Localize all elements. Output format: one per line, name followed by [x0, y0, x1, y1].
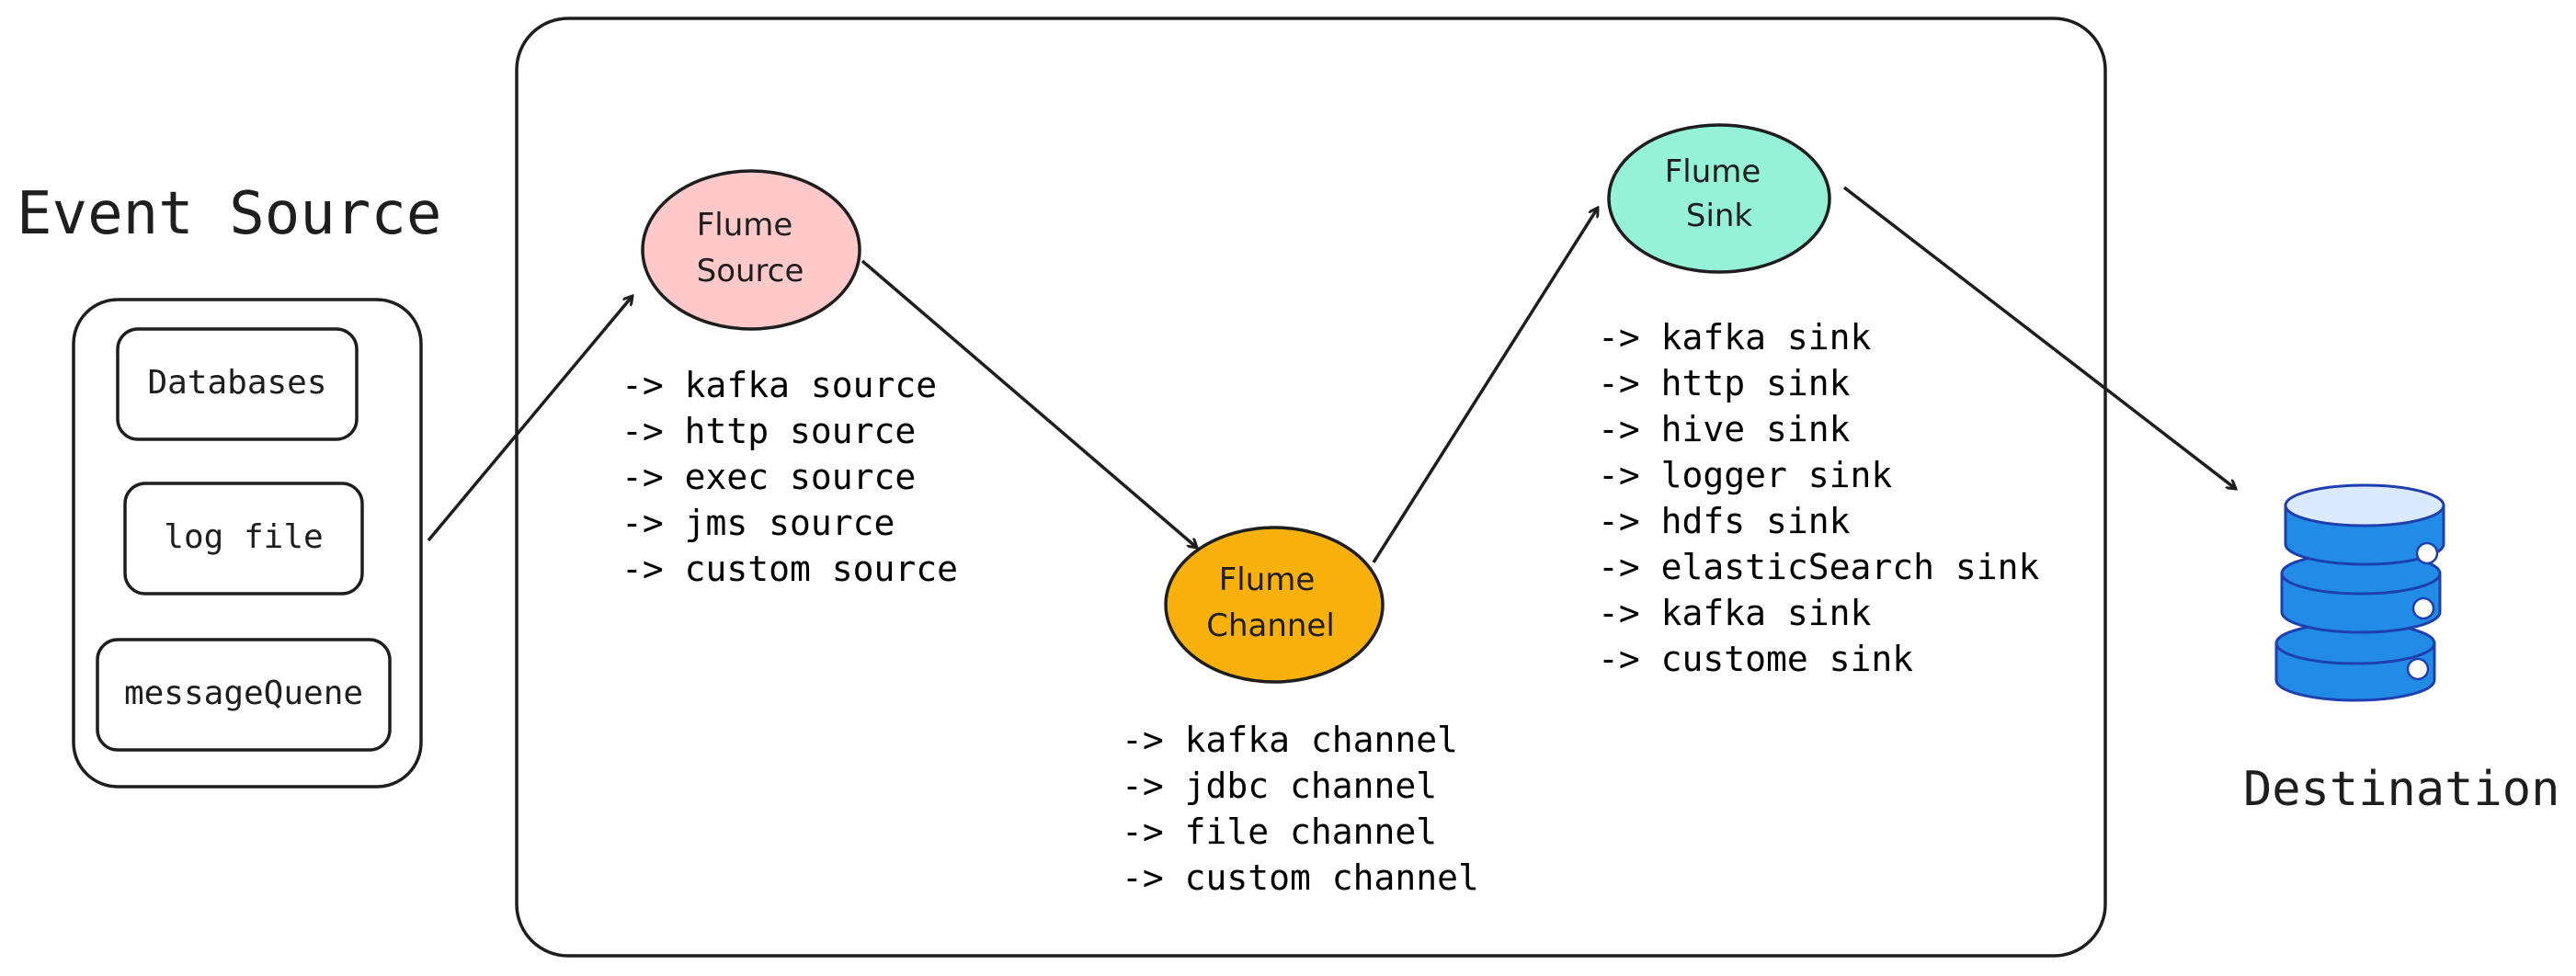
- arrow-source-to-channel: [861, 259, 1197, 548]
- flume-source-list: -> kafka source -> http source -> exec s…: [621, 365, 958, 589]
- flume-channel-ellipse: [1164, 526, 1385, 684]
- flume-source-ellipse: [641, 169, 861, 331]
- flume-channel-label-line1: Flume: [1219, 562, 1316, 598]
- flume-sink-label-line1: Flume: [1665, 153, 1761, 190]
- flume-source-list-item: -> custom source: [621, 549, 958, 589]
- event-source-item-message-queue: messageQuene: [96, 638, 392, 752]
- databases-label: Databases: [147, 364, 326, 402]
- flume-sink-list-item: -> http sink: [1598, 363, 1851, 403]
- flume-sink-list-item: -> kafka sink: [1598, 317, 1872, 357]
- flume-source-label-line2: Source: [697, 253, 804, 289]
- arrow-channel-to-sink: [1372, 208, 1598, 563]
- flume-source-list-item: -> kafka source: [621, 365, 937, 405]
- flume-source-list-item: -> jms source: [621, 503, 895, 543]
- database-disk-middle: [2280, 551, 2442, 634]
- flume-sink-list-item: -> hive sink: [1598, 409, 1851, 449]
- database-icon: [2274, 483, 2445, 702]
- flume-channel-node: Flume Channel: [1164, 526, 1385, 684]
- flume-channel-list-item: -> file channel: [1122, 811, 1437, 852]
- flume-sink-list: -> kafka sink -> http sink -> hive sink …: [1598, 317, 2040, 679]
- flume-sink-node: Flume Sink: [1607, 123, 1831, 274]
- arrow-sink-to-destination: [1842, 186, 2236, 489]
- flume-sink-list-item: -> custome sink: [1598, 639, 1913, 679]
- flume-sink-list-item: -> elasticSearch sink: [1598, 547, 2040, 587]
- flume-source-list-item: -> exec source: [621, 457, 916, 497]
- flume-sink-list-item: -> kafka sink: [1598, 593, 1872, 633]
- log-file-label: log file: [164, 518, 323, 556]
- event-source-title: Event Source: [17, 180, 441, 248]
- flume-sink-label-line2: Sink: [1686, 198, 1753, 234]
- flume-agent-container: [515, 17, 2107, 958]
- flume-source-label-line1: Flume: [697, 207, 793, 244]
- message-queue-label: messageQuene: [124, 675, 363, 712]
- flume-channel-list-item: -> custom channel: [1122, 857, 1479, 898]
- flume-source-list-item: -> http source: [621, 411, 916, 451]
- flume-sink-ellipse: [1607, 123, 1831, 274]
- flume-source-node: Flume Source: [641, 169, 861, 331]
- event-source-container: [72, 298, 423, 789]
- database-disk-bottom: [2274, 621, 2436, 702]
- flume-channel-label-line2: Channel: [1206, 607, 1335, 644]
- flume-sink-list-item: -> hdfs sink: [1598, 501, 1851, 541]
- event-source-item-databases: Databases: [116, 327, 359, 441]
- flume-channel-list-item: -> jdbc channel: [1122, 766, 1437, 806]
- flume-sink-list-item: -> logger sink: [1598, 455, 1892, 495]
- database-disk-top: [2284, 483, 2445, 566]
- flume-channel-list: -> kafka channel -> jdbc channel -> file…: [1122, 720, 1479, 898]
- arrow-event-to-source: [427, 296, 633, 542]
- destination-title: Destination: [2243, 762, 2559, 817]
- flume-channel-list-item: -> kafka channel: [1122, 720, 1458, 760]
- event-source-item-log-file: log file: [123, 482, 364, 596]
